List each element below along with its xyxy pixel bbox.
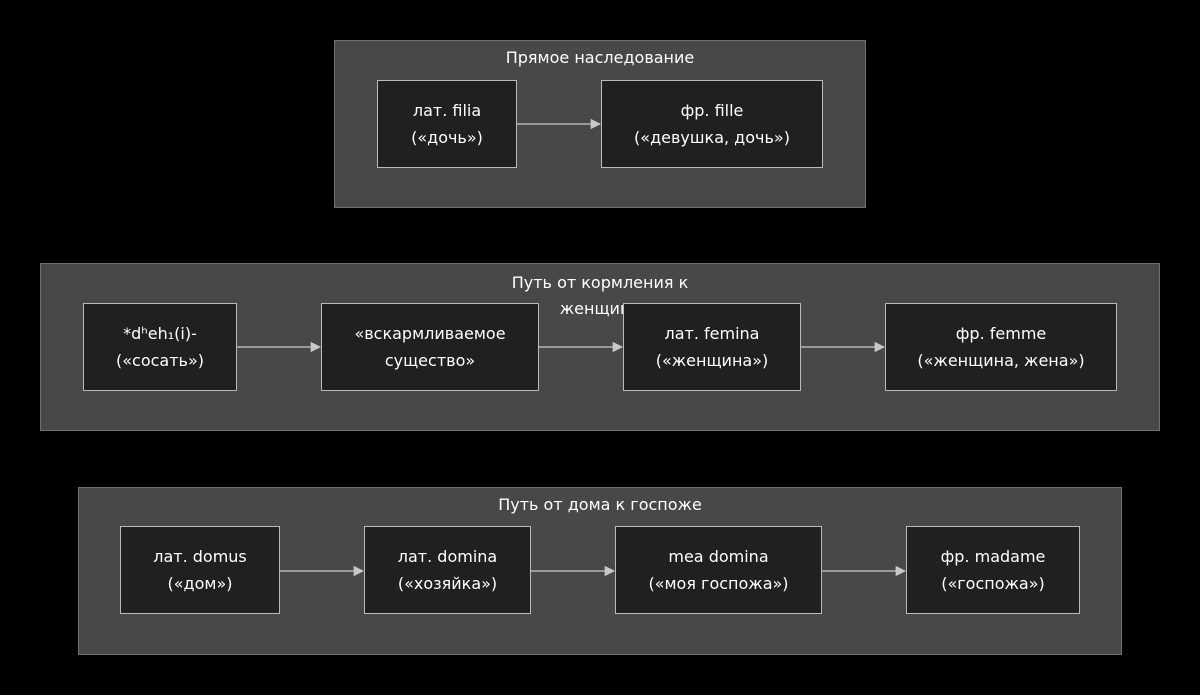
node-french-madame: фр. madame («госпожа») xyxy=(906,526,1080,614)
node-line-1: «вскармливаемое xyxy=(354,324,506,343)
node-nursling: «вскармливаемое существо» xyxy=(321,303,539,391)
node-line-2: («хозяйка») xyxy=(397,574,498,593)
node-line-2: («женщина, жена») xyxy=(917,351,1085,370)
cluster-title: Путь от дома к госпоже xyxy=(498,495,702,514)
node-line-2: («женщина») xyxy=(655,351,769,370)
node-french-fille: фр. fille («девушка, дочь») xyxy=(601,80,823,168)
node-line-1: лат. domina xyxy=(397,547,498,566)
node-latin-femina: лат. femina («женщина») xyxy=(623,303,801,391)
node-latin-filia: лат. filia («дочь») xyxy=(377,80,517,168)
node-line-1: фр. madame xyxy=(940,547,1046,566)
node-line-1: лат. femina xyxy=(664,324,760,343)
node-line-2: («госпожа») xyxy=(941,574,1045,593)
node-line-1: лат. domus xyxy=(153,547,247,566)
node-line-1: фр. fille xyxy=(680,101,744,120)
node-line-1: *dʰeh₁(i)- xyxy=(123,324,197,343)
node-line-2: («дом») xyxy=(167,574,233,593)
node-line-1: фр. femme xyxy=(955,324,1047,343)
node-latin-domus: лат. domus («дом») xyxy=(120,526,280,614)
node-line-2: («девушка, дочь») xyxy=(634,128,790,147)
node-line-2: («сосать») xyxy=(116,351,204,370)
node-line-1: лат. filia xyxy=(412,101,482,120)
node-line-2: («дочь») xyxy=(411,128,483,147)
node-line-1: mea domina xyxy=(668,547,769,566)
node-line-2: существо» xyxy=(384,351,476,370)
node-mea-domina: mea domina («моя госпожа») xyxy=(615,526,822,614)
cluster-title: Прямое наследование xyxy=(505,48,695,67)
node-line-2: («моя госпожа») xyxy=(648,574,789,593)
node-latin-domina: лат. domina («хозяйка») xyxy=(364,526,531,614)
cluster-title: Путь от кормления к женщине xyxy=(511,273,689,318)
node-french-femme: фр. femme («женщина, жена») xyxy=(885,303,1117,391)
node-pie-root: *dʰeh₁(i)- («сосать») xyxy=(83,303,237,391)
